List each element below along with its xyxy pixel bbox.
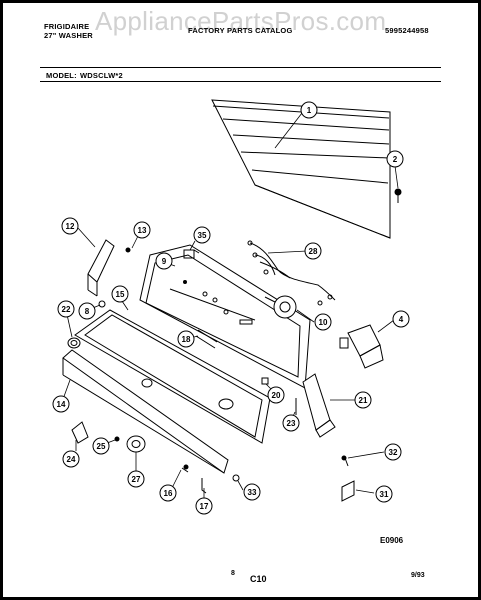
callout-23: 22 [57, 300, 75, 318]
svg-text:4: 4 [399, 315, 404, 324]
long-screw-part [181, 464, 189, 473]
callout-24: 23 [282, 414, 300, 432]
callout-13: 13 [133, 221, 151, 239]
callout-27: 25 [92, 437, 110, 455]
mounting-bracket-part [341, 480, 355, 502]
svg-text:13: 13 [138, 226, 147, 235]
svg-text:31: 31 [380, 490, 389, 499]
callout-14: 35 [193, 226, 211, 244]
svg-text:18: 18 [182, 335, 191, 344]
svg-text:23: 23 [287, 419, 296, 428]
console-frame-part [62, 349, 229, 474]
callout-22: 21 [354, 391, 372, 409]
nut-part [232, 474, 240, 482]
svg-text:20: 20 [272, 391, 281, 400]
brand-name: FRIGIDAIRE [44, 22, 90, 31]
screw-part [394, 188, 402, 203]
svg-text:8: 8 [85, 307, 90, 316]
model-label: MODEL: [46, 71, 77, 80]
timer-part [264, 295, 297, 319]
svg-text:22: 22 [62, 305, 71, 314]
pin-part [114, 436, 120, 442]
callout-31: 28 [304, 242, 322, 260]
callout-4: 4 [392, 310, 410, 328]
callout-12: 12 [61, 217, 79, 235]
svg-text:12: 12 [66, 222, 75, 231]
svg-text:16: 16 [164, 489, 173, 498]
svg-text:35: 35 [198, 231, 207, 240]
selector-knob-part [71, 421, 89, 444]
svg-text:32: 32 [389, 448, 398, 457]
svg-text:24: 24 [67, 455, 76, 464]
diagram-code: E0906 [380, 536, 404, 545]
latch-part [261, 377, 269, 385]
round-knob-part [126, 435, 146, 453]
callout-20: 18 [177, 330, 195, 348]
svg-text:15: 15 [116, 290, 125, 299]
callout-9: 9 [155, 252, 173, 270]
page-marker: 8 [231, 570, 235, 577]
callout-15: 14 [52, 395, 70, 413]
callout-16: 15 [111, 285, 129, 303]
spring-part [98, 300, 106, 308]
small-screw-part [125, 247, 131, 253]
header-rule-top [40, 67, 441, 68]
control-panel-part [139, 244, 311, 389]
callout-21: 20 [267, 386, 285, 404]
knob-part [67, 337, 81, 349]
callout-17: 16 [159, 484, 177, 502]
callout-35: 33 [243, 483, 261, 501]
clip-part [183, 249, 200, 259]
svg-text:14: 14 [57, 400, 66, 409]
svg-text:17: 17 [200, 502, 209, 511]
svg-text:9: 9 [162, 257, 167, 266]
lever-part [195, 329, 218, 349]
switch-part [339, 324, 384, 369]
svg-text:33: 33 [248, 488, 257, 497]
callout-8: 8 [78, 302, 96, 320]
callout-28: 27 [127, 470, 145, 488]
callout-1: 1 [300, 101, 318, 119]
product-name: 27" WASHER [44, 31, 93, 40]
svg-text:21: 21 [359, 396, 368, 405]
svg-text:27: 27 [132, 475, 141, 484]
svg-text:25: 25 [97, 442, 106, 451]
svg-text:10: 10 [319, 318, 328, 327]
watermark: AppliancePartsPros.com [95, 6, 387, 36]
svg-text:2: 2 [393, 155, 398, 164]
callout-33: 32 [384, 443, 402, 461]
section-code: C10 [250, 574, 267, 584]
svg-text:1: 1 [307, 106, 312, 115]
catalog-number: 5995244958 [385, 26, 429, 35]
wire-harness-part [247, 240, 336, 306]
header-rule-bottom [40, 81, 441, 82]
callout-bubbles: 1 2 4 8 9 10 12 13 35 14 15 16 17 18 20 … [52, 101, 410, 515]
left-bracket-part [87, 239, 115, 297]
svg-text:28: 28 [309, 247, 318, 256]
top-panel-part [211, 99, 391, 239]
catalog-title: FACTORY PARTS CATALOG [188, 26, 293, 35]
callout-2: 2 [386, 150, 404, 168]
callout-18: 17 [195, 497, 213, 515]
right-bracket-part [302, 373, 336, 438]
spring-clip-part [201, 478, 207, 494]
callout-32: 31 [375, 485, 393, 503]
revision-date: 9/93 [411, 572, 425, 579]
bolt-part [341, 455, 349, 467]
callout-25: 24 [62, 450, 80, 468]
model-value: WDSCLW*2 [80, 71, 123, 80]
callout-10: 10 [314, 313, 332, 331]
